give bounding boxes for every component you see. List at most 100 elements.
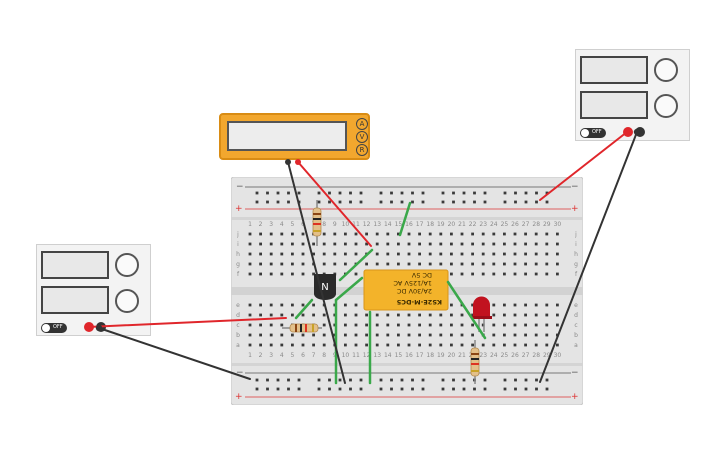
- breadboard-hole[interactable]: [492, 272, 496, 276]
- breadboard-hole[interactable]: [301, 242, 305, 246]
- breadboard-hole[interactable]: [481, 262, 485, 266]
- breadboard-hole[interactable]: [481, 323, 485, 327]
- jumper-wire[interactable]: [338, 248, 374, 282]
- breadboard-hole[interactable]: [514, 378, 517, 382]
- breadboard-hole[interactable]: [349, 200, 352, 204]
- breadboard-hole[interactable]: [411, 387, 414, 391]
- multimeter[interactable]: A V R: [219, 113, 370, 160]
- breadboard-hole[interactable]: [462, 200, 466, 204]
- breadboard-hole[interactable]: [524, 252, 527, 256]
- breadboard-hole[interactable]: [344, 323, 347, 327]
- breadboard-hole[interactable]: [481, 252, 485, 256]
- breadboard-hole[interactable]: [317, 378, 321, 382]
- breadboard-hole[interactable]: [513, 323, 517, 327]
- breadboard-hole[interactable]: [460, 272, 464, 276]
- breadboard-hole[interactable]: [365, 242, 368, 246]
- breadboard-hole[interactable]: [441, 191, 445, 195]
- wire-red[interactable]: [539, 131, 628, 201]
- breadboard-hole[interactable]: [280, 232, 284, 236]
- breadboard-hole[interactable]: [513, 272, 517, 276]
- resistor-left[interactable]: [282, 323, 322, 333]
- breadboard-hole[interactable]: [328, 387, 331, 391]
- breadboard-hole[interactable]: [397, 232, 400, 236]
- breadboard-hole[interactable]: [280, 252, 284, 256]
- breadboard-hole[interactable]: [503, 343, 506, 347]
- breadboard-hole[interactable]: [386, 262, 390, 266]
- breadboard-hole[interactable]: [428, 242, 432, 246]
- breadboard-hole[interactable]: [545, 378, 549, 382]
- breadboard-hole[interactable]: [317, 191, 321, 195]
- breadboard-hole[interactable]: [291, 272, 294, 276]
- breadboard-hole[interactable]: [291, 343, 294, 347]
- breadboard-hole[interactable]: [344, 343, 347, 347]
- breadboard-hole[interactable]: [471, 323, 474, 327]
- breadboard-hole[interactable]: [545, 242, 549, 246]
- breadboard-hole[interactable]: [407, 242, 411, 246]
- breadboard-hole[interactable]: [460, 252, 464, 256]
- breadboard-hole[interactable]: [259, 343, 262, 347]
- breadboard-hole[interactable]: [276, 200, 280, 204]
- breadboard-hole[interactable]: [514, 191, 517, 195]
- breadboard-hole[interactable]: [269, 252, 273, 256]
- breadboard-hole[interactable]: [379, 378, 383, 382]
- breadboard-hole[interactable]: [269, 272, 273, 276]
- breadboard-hole[interactable]: [397, 242, 400, 246]
- breadboard-hole[interactable]: [545, 232, 549, 236]
- breadboard-hole[interactable]: [441, 200, 445, 204]
- breadboard-hole[interactable]: [266, 387, 269, 391]
- breadboard-hole[interactable]: [534, 242, 538, 246]
- breadboard-hole[interactable]: [483, 191, 487, 195]
- breadboard-hole[interactable]: [354, 343, 358, 347]
- breadboard-hole[interactable]: [255, 191, 259, 195]
- breadboard-hole[interactable]: [269, 232, 273, 236]
- breadboard-hole[interactable]: [291, 262, 294, 266]
- breadboard-hole[interactable]: [280, 262, 284, 266]
- breadboard-hole[interactable]: [418, 343, 421, 347]
- breadboard-hole[interactable]: [269, 262, 273, 266]
- breadboard-hole[interactable]: [534, 323, 538, 327]
- breadboard-hole[interactable]: [291, 333, 294, 337]
- breadboard-hole[interactable]: [280, 242, 284, 246]
- breadboard-hole[interactable]: [524, 313, 527, 317]
- breadboard-hole[interactable]: [460, 313, 464, 317]
- breadboard-hole[interactable]: [481, 272, 485, 276]
- breadboard-hole[interactable]: [503, 242, 506, 246]
- breadboard-hole[interactable]: [269, 323, 273, 327]
- breadboard-hole[interactable]: [460, 242, 464, 246]
- breadboard-hole[interactable]: [421, 378, 425, 382]
- breadboard-hole[interactable]: [492, 262, 496, 266]
- breadboard-hole[interactable]: [418, 262, 421, 266]
- breadboard-hole[interactable]: [365, 232, 368, 236]
- breadboard-hole[interactable]: [269, 313, 273, 317]
- breadboard-hole[interactable]: [354, 313, 358, 317]
- breadboard-hole[interactable]: [492, 303, 496, 307]
- breadboard-hole[interactable]: [317, 200, 321, 204]
- breadboard-hole[interactable]: [407, 333, 411, 337]
- breadboard-hole[interactable]: [407, 252, 411, 256]
- breadboard-hole[interactable]: [439, 333, 443, 337]
- breadboard-hole[interactable]: [397, 333, 400, 337]
- breadboard-hole[interactable]: [354, 242, 358, 246]
- breadboard-hole[interactable]: [418, 323, 421, 327]
- breadboard-hole[interactable]: [248, 242, 252, 246]
- breadboard-hole[interactable]: [407, 232, 411, 236]
- breadboard-hole[interactable]: [534, 232, 538, 236]
- breadboard-hole[interactable]: [481, 242, 485, 246]
- breadboard-hole[interactable]: [280, 343, 284, 347]
- breadboard-hole[interactable]: [259, 242, 262, 246]
- breadboard-hole[interactable]: [259, 262, 262, 266]
- breadboard-hole[interactable]: [390, 378, 393, 382]
- breadboard-hole[interactable]: [556, 323, 559, 327]
- breadboard-hole[interactable]: [312, 252, 315, 256]
- breadboard-hole[interactable]: [473, 387, 476, 391]
- breadboard-hole[interactable]: [473, 191, 476, 195]
- breadboard-hole[interactable]: [471, 313, 474, 317]
- breadboard-hole[interactable]: [513, 343, 517, 347]
- breadboard-hole[interactable]: [513, 232, 517, 236]
- breadboard-hole[interactable]: [450, 303, 453, 307]
- breadboard-hole[interactable]: [450, 232, 453, 236]
- breadboard-hole[interactable]: [291, 232, 294, 236]
- breadboard-hole[interactable]: [524, 242, 527, 246]
- breadboard-hole[interactable]: [418, 333, 421, 337]
- jumper-wire[interactable]: [398, 201, 412, 237]
